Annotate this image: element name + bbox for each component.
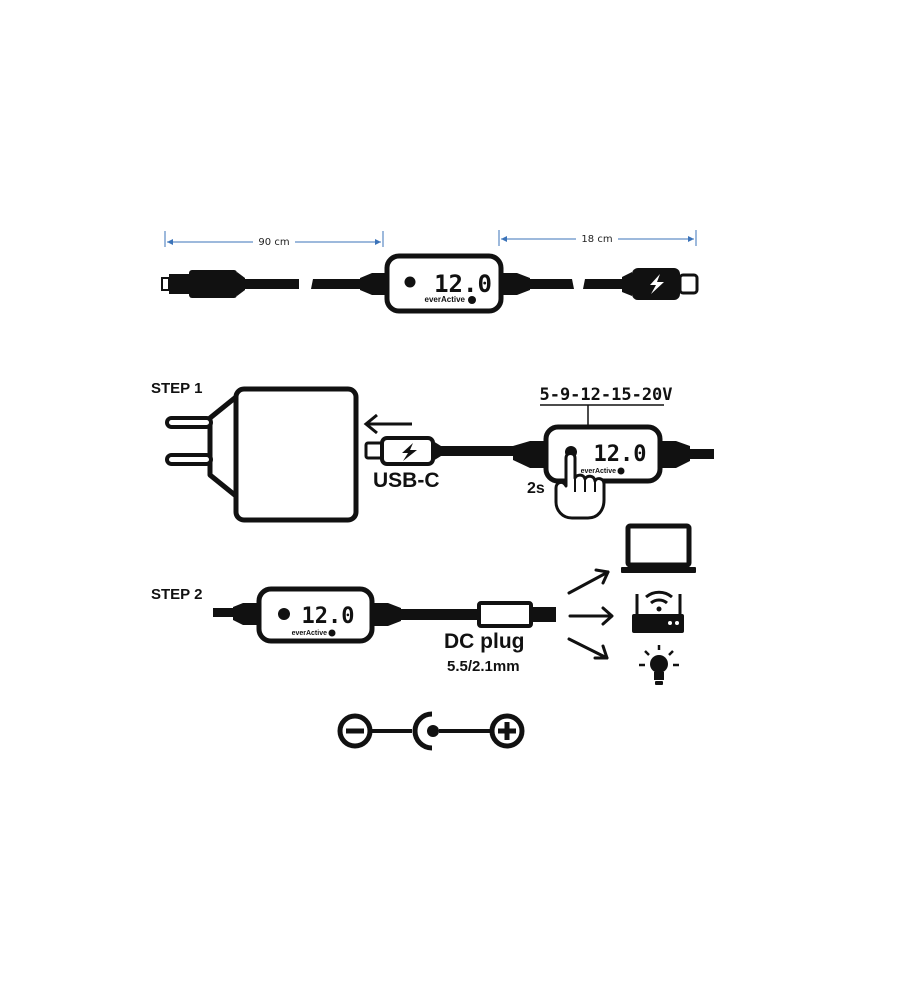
strain-relief-left: [513, 441, 546, 468]
insert-arrow-icon: [363, 413, 412, 435]
wall-charger-icon: [165, 386, 359, 523]
lamp-icon: [639, 645, 679, 685]
plus-symbol: [489, 713, 525, 749]
left-length-label: 90 cm: [258, 237, 289, 248]
minus-symbol: [337, 713, 373, 749]
step-1-section: STEP 1 USB-C 5-9-12-15-20V: [151, 380, 714, 523]
strain-relief-left: [360, 273, 387, 295]
step-1-label: STEP 1: [151, 380, 202, 397]
center-positive-plug-symbol: [412, 711, 439, 751]
laptop-icon: [621, 523, 696, 573]
cable-segment: [401, 609, 480, 620]
right-length-label: 18 cm: [581, 234, 612, 245]
module-display: 12.0: [302, 604, 355, 629]
lightning-icon: [650, 274, 664, 294]
voltage-options: 5-9-12-15-20V: [539, 385, 672, 405]
top-cable-view: 90 cm 18 cm 12.0 everActive: [161, 230, 699, 314]
router-icon: [632, 590, 684, 633]
step-2-label: STEP 2: [151, 586, 202, 603]
polarity-symbol: [337, 711, 525, 751]
lightning-icon: [402, 443, 417, 461]
converter-module-step1: 12.0 everActive: [543, 424, 663, 484]
dimension-18cm: 18 cm: [498, 230, 697, 246]
usb-c-plug: [364, 436, 513, 466]
output-arrows: [567, 568, 614, 660]
usb-c-end: [583, 268, 699, 300]
dimension-90cm: 90 cm: [164, 231, 384, 248]
cable-segment-right: [530, 279, 574, 289]
dc-plug-icon: [477, 601, 556, 628]
cable-segment: [690, 449, 714, 459]
dc-plug-size: 5.5/2.1mm: [447, 658, 520, 675]
strain-relief-right: [501, 273, 530, 295]
usb-c-label: USB-C: [373, 469, 440, 492]
dc-plug-label: DC plug: [444, 630, 524, 653]
step-2-section: STEP 2 12.0 everActive DC plug 5.5/2.1mm: [151, 523, 696, 685]
converter-module-step2: 12.0 everActive: [256, 586, 375, 644]
converter-module-top: 12.0 everActive: [384, 253, 504, 314]
module-display: 12.0: [434, 270, 492, 298]
module-brand: everActive: [425, 295, 466, 304]
press-time-label: 2s: [527, 480, 545, 497]
module-brand: everActive: [581, 468, 617, 475]
dc-plug-end: [161, 270, 299, 298]
strain-relief-right: [372, 603, 401, 626]
module-brand: everActive: [292, 630, 328, 637]
pointing-hand-icon: [554, 452, 606, 520]
module-display: 12.0: [594, 442, 647, 467]
strain-relief-left: [233, 603, 259, 625]
cable-segment: [311, 279, 360, 289]
strain-relief-right: [660, 441, 690, 468]
